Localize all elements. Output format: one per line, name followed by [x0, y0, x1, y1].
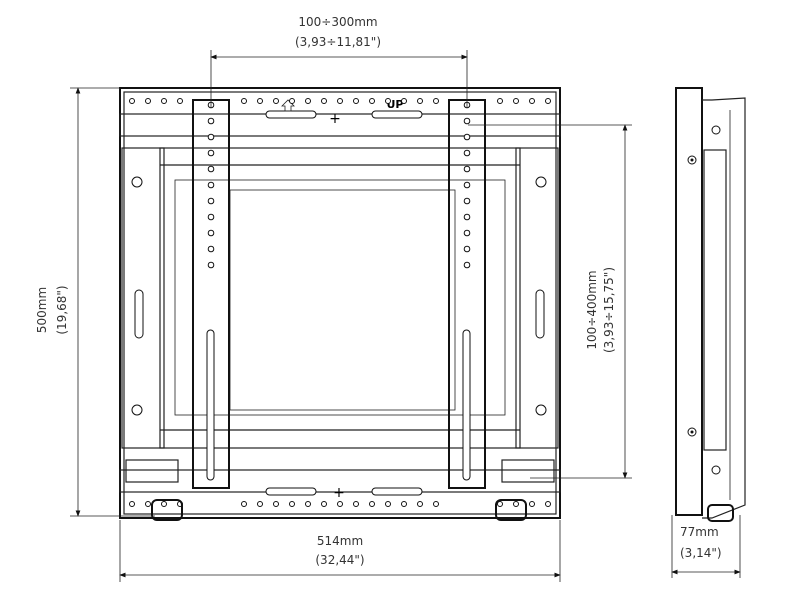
mounting-hole — [207, 229, 215, 237]
height-inch: (19,68") — [55, 285, 69, 334]
mounting-hole — [369, 501, 375, 507]
horizontal-pattern-mm: 100÷300mm — [298, 15, 377, 29]
height-mm: 500mm — [35, 287, 49, 333]
mounting-hole — [129, 501, 135, 507]
mounting-hole — [207, 117, 215, 125]
side-view — [675, 87, 746, 522]
mounting-hole — [257, 501, 263, 507]
mounting-hole — [463, 117, 471, 125]
mounting-hole — [529, 501, 535, 507]
mounting-hole — [289, 501, 295, 507]
mounting-hole — [241, 501, 247, 507]
mounting-hole — [463, 133, 471, 141]
mounting-hole — [463, 261, 471, 269]
dimension-height: 500mm (19,68") — [35, 87, 155, 517]
mounting-hole — [321, 98, 327, 104]
mounting-hole — [401, 501, 407, 507]
right-side-plate — [515, 147, 559, 449]
mounting-hole — [545, 98, 551, 104]
mounting-hole — [337, 501, 343, 507]
svg-text:+: + — [329, 111, 341, 127]
mounting-hole — [305, 98, 311, 104]
mounting-hole — [433, 98, 439, 104]
vertical-pattern-mm: 100÷400mm — [585, 270, 599, 349]
mounting-hole — [207, 261, 215, 269]
mounting-hole — [497, 501, 503, 507]
mounting-hole — [463, 229, 471, 237]
mounting-hole — [385, 501, 391, 507]
mounting-hole — [289, 98, 295, 104]
mounting-hole — [433, 501, 439, 507]
mounting-hole — [207, 133, 215, 141]
mounting-hole — [321, 501, 327, 507]
mounting-hole — [463, 197, 471, 205]
mounting-hole — [497, 98, 503, 104]
mounting-hole — [161, 501, 167, 507]
mounting-hole — [353, 501, 359, 507]
mounting-hole — [273, 98, 279, 104]
right-foot — [495, 499, 527, 521]
front-view: + + UP — [119, 87, 561, 521]
depth-inch: (3,14") — [680, 546, 722, 560]
mounting-hole — [353, 98, 359, 104]
mounting-hole — [417, 98, 423, 104]
mounting-hole — [463, 213, 471, 221]
mounting-hole — [513, 98, 519, 104]
left-side-plate — [121, 147, 165, 449]
mounting-hole — [129, 98, 135, 104]
mounting-hole — [463, 181, 471, 189]
mounting-hole — [207, 181, 215, 189]
mounting-hole — [305, 501, 311, 507]
mounting-hole — [207, 149, 215, 157]
horizontal-pattern-inch: (3,93÷11,81") — [295, 35, 381, 49]
mounting-hole — [145, 98, 151, 104]
mounting-hole — [177, 98, 183, 104]
mounting-hole — [145, 501, 151, 507]
mounting-hole — [337, 98, 343, 104]
mounting-hole — [207, 165, 215, 173]
mounting-hole — [401, 98, 407, 104]
mounting-hole — [207, 245, 215, 253]
svg-text:+: + — [333, 485, 345, 501]
depth-mm: 77mm — [680, 525, 719, 539]
mounting-hole — [463, 165, 471, 173]
mounting-hole — [273, 501, 279, 507]
mounting-hole — [207, 213, 215, 221]
vertical-pattern-inch: (3,93÷15,75") — [602, 267, 616, 353]
mounting-hole — [369, 98, 375, 104]
dimension-depth: 77mm (3,14") — [671, 515, 741, 578]
mounting-hole — [463, 149, 471, 157]
mounting-hole — [513, 501, 519, 507]
mounting-hole — [463, 245, 471, 253]
width-inch: (32,44") — [315, 553, 364, 567]
mounting-hole — [529, 98, 535, 104]
mounting-hole — [417, 501, 423, 507]
mounting-hole — [257, 98, 263, 104]
dimension-width: 514mm (32,44") — [119, 520, 561, 582]
dimension-vertical-pattern: 100÷400mm (3,93÷15,75") — [468, 124, 632, 479]
mounting-hole — [385, 98, 391, 104]
left-foot — [151, 499, 183, 521]
mounting-hole — [207, 197, 215, 205]
mounting-hole — [545, 501, 551, 507]
mounting-hole — [161, 98, 167, 104]
dimension-horizontal-pattern: 100÷300mm (3,93÷11,81") — [210, 15, 468, 108]
bottom-rail — [119, 469, 561, 493]
mounting-hole — [241, 98, 247, 104]
outer-frame — [119, 87, 561, 519]
width-mm: 514mm — [317, 534, 363, 548]
